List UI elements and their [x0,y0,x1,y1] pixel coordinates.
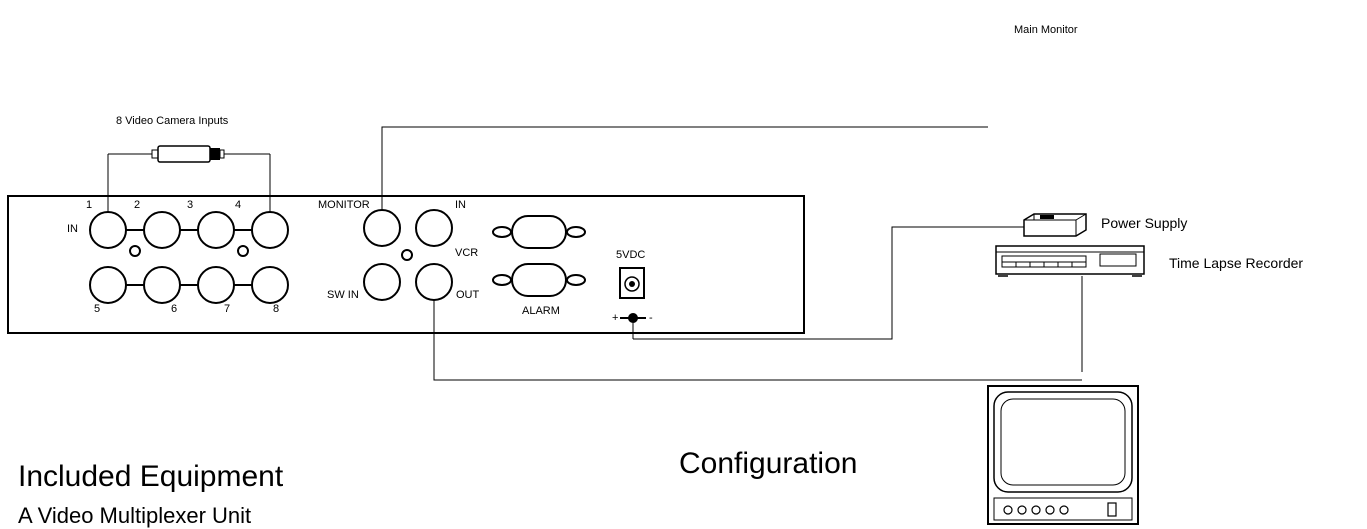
out-label: OUT [456,289,480,301]
bnc-input-7 [197,266,235,304]
bnc-input-4 [251,211,289,249]
power-jack-label: 5VDC [616,249,645,261]
bnc-input-5 [89,266,127,304]
bnc-input-6 [143,266,181,304]
port-number-7: 7 [224,303,230,315]
camera-inputs-label: 8 Video Camera Inputs [116,115,229,127]
in-label: IN [67,223,78,235]
power-plug-icon [620,313,646,323]
vcr-label: VCR [455,247,478,259]
monitor-connector [363,209,401,247]
time-lapse-recorder-label: Time Lapse Recorder [1169,255,1303,271]
bnc-input-2 [143,211,181,249]
vcr-in-label: IN [455,199,466,211]
bnc-input-1 [89,211,127,249]
configuration-heading: Configuration [679,447,857,480]
monitor-port-label: MONITOR [318,199,370,211]
alarm-label: ALARM [522,305,560,317]
port-number-4: 4 [235,199,241,211]
db-connector-top [492,215,586,249]
video-output-connectors [363,209,453,301]
port-number-2: 2 [134,199,140,211]
polarity-minus-label: - [649,312,653,324]
sw-in-label: SW IN [327,289,359,301]
main-monitor-label: Main Monitor [1014,24,1078,36]
port-number-1: 1 [86,199,92,211]
sw-in-connector [363,263,401,301]
alarm-connector [492,263,586,297]
power-cable-route [633,226,1024,340]
multiplexer-unit-item: A Video Multiplexer Unit [18,503,251,528]
monitor-icon [987,385,1139,525]
camera-input-connectors [89,211,289,304]
port-number-5: 5 [94,303,100,315]
vcr-in-connector [415,209,453,247]
time-lapse-recorder-icon [995,245,1145,277]
included-equipment-heading: Included Equipment [18,460,284,493]
polarity-plus-label: + [612,312,618,324]
monitor-cable [381,126,988,210]
vcr-out-cable [433,300,1082,381]
port-number-6: 6 [171,303,177,315]
power-supply-label: Power Supply [1101,215,1187,231]
multiplexer-rear-panel [7,195,805,334]
mount-hole [129,245,141,257]
vcr-out-connector [415,263,453,301]
mount-hole [401,249,413,261]
power-supply-icon [1023,213,1087,237]
mount-hole [237,245,249,257]
power-jack [619,267,645,299]
port-number-8: 8 [273,303,279,315]
camera-icon [108,145,270,163]
bnc-input-3 [197,211,235,249]
bnc-input-8 [251,266,289,304]
port-number-3: 3 [187,199,193,211]
